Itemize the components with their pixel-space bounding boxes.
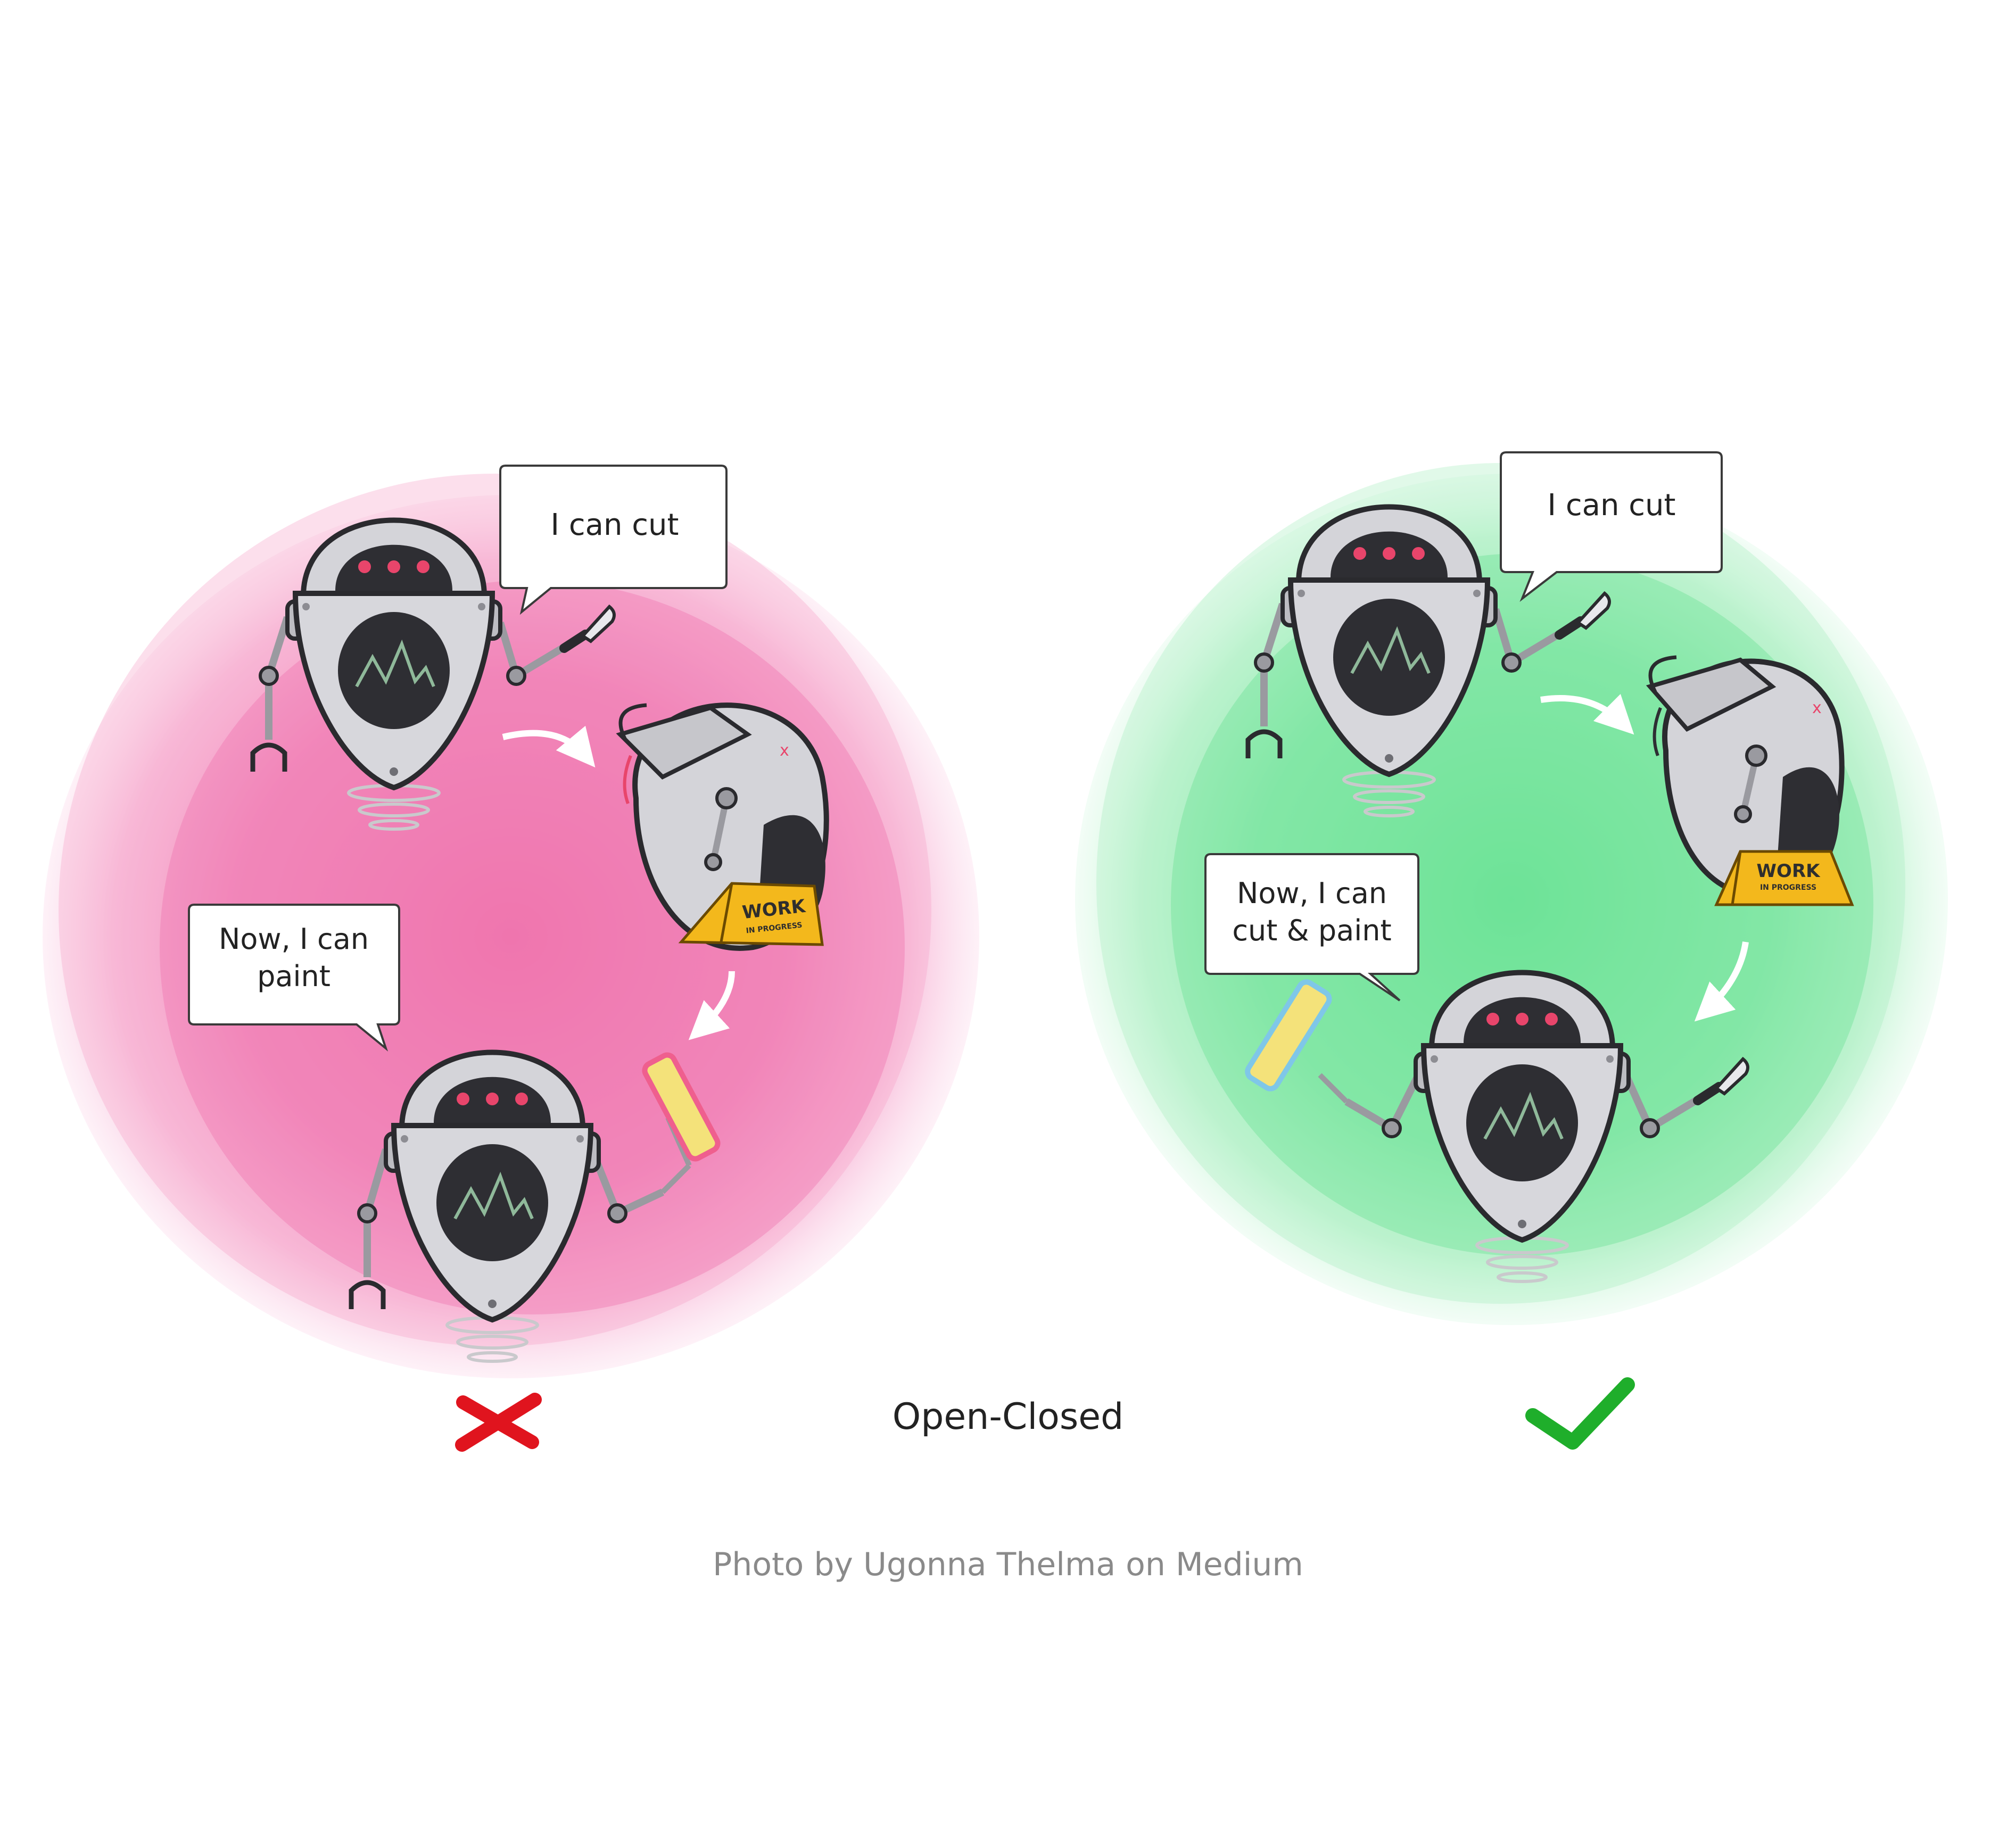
left-speech-top: I can cut bbox=[499, 465, 728, 615]
right-wip-sign: WORK IN PROGRESS bbox=[1714, 850, 1854, 906]
right-sign-line1: WORK bbox=[1757, 861, 1821, 882]
left-arrow-2 bbox=[688, 971, 735, 1040]
right-speech-bottom-line1: Now, I can bbox=[1237, 876, 1387, 910]
cross-icon bbox=[455, 1393, 542, 1452]
figure-title: Open-Closed bbox=[893, 1396, 1124, 1438]
right-arrow-2 bbox=[1694, 941, 1749, 1022]
right-speech-top: I can cut bbox=[1500, 451, 1723, 602]
left-robot-bottom bbox=[349, 1053, 721, 1362]
right-robot-wip: x bbox=[1646, 655, 1845, 898]
right-speech-bottom-line2: cut & paint bbox=[1232, 914, 1391, 947]
left-speech-bottom-line1: Now, I can bbox=[219, 922, 369, 956]
right-sign-line2: IN PROGRESS bbox=[1760, 883, 1816, 892]
svg-text:x: x bbox=[780, 741, 789, 760]
right-arrow-1 bbox=[1540, 693, 1634, 735]
right-speech-top-text: I can cut bbox=[1548, 488, 1676, 523]
check-icon bbox=[1525, 1377, 1635, 1450]
left-robot-top bbox=[250, 520, 616, 830]
left-speech-top-text: I can cut bbox=[551, 508, 679, 542]
right-speech-bottom: Now, I can cut & paint bbox=[1204, 853, 1419, 1002]
svg-text:x: x bbox=[1812, 699, 1822, 717]
right-robot-bottom bbox=[1245, 973, 1749, 1282]
left-arrow-1 bbox=[502, 725, 596, 768]
left-speech-bottom: Now, I can paint bbox=[188, 904, 400, 1052]
left-wip-sign: WORK IN PROGRESS bbox=[678, 882, 824, 946]
figure-caption: Photo by Ugonna Thelma on Medium bbox=[713, 1546, 1303, 1583]
right-robot-top bbox=[1245, 507, 1611, 816]
left-speech-bottom-line2: paint bbox=[257, 960, 331, 993]
